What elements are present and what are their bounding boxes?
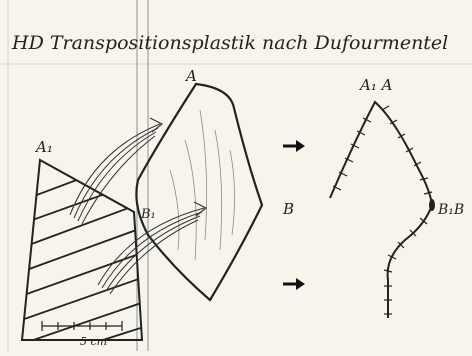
diagram-title: HD Transpositionsplastik nach Dufourment… xyxy=(11,32,448,54)
scale-bar xyxy=(41,321,123,331)
scale-label: 5 cm xyxy=(80,335,107,348)
label-result-top: A₁ A xyxy=(358,76,393,94)
label-b-mid: B xyxy=(282,200,294,218)
arrow-right-upper xyxy=(283,140,305,152)
result-suture-line xyxy=(329,100,435,318)
transposition-arrows xyxy=(69,117,208,295)
label-result-right: B₁B xyxy=(437,202,464,218)
rhomboid-flap xyxy=(135,82,264,302)
label-a-top: A xyxy=(184,67,197,85)
label-b1: B₁ xyxy=(140,207,156,222)
label-a1-left: A₁ xyxy=(34,138,53,156)
arrow-right-lower xyxy=(283,278,305,290)
